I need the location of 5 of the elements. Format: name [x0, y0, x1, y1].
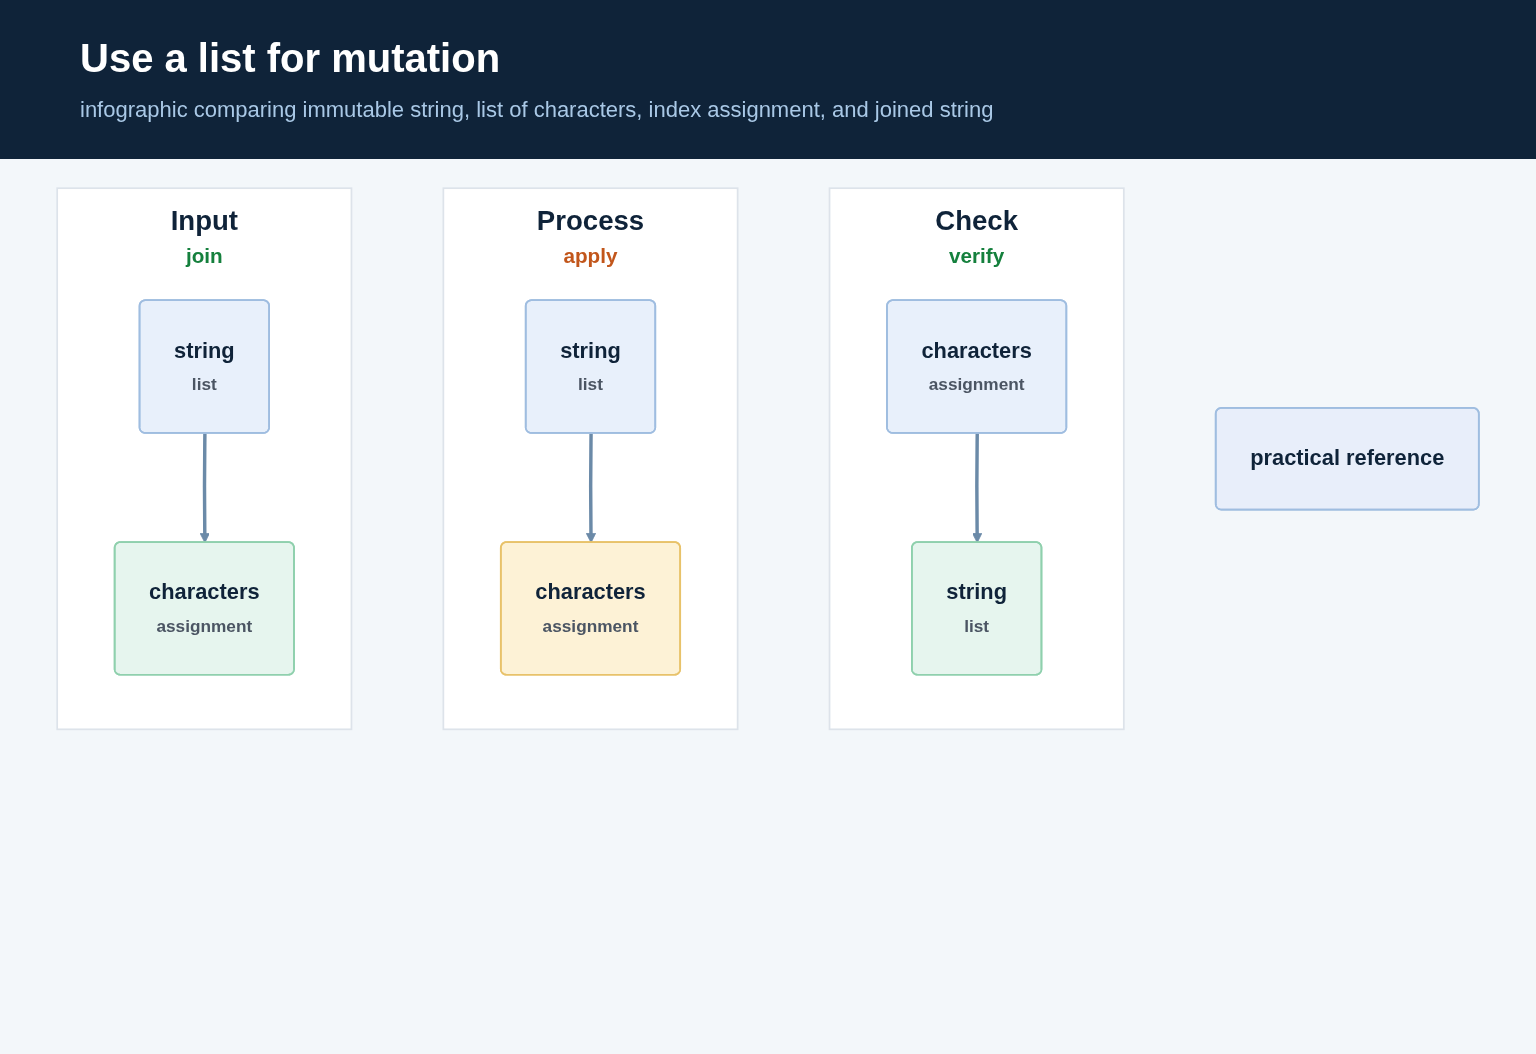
subtitle: infographic comparing immutable string, list of characters, index assignment, and joined string — [80, 97, 994, 123]
arrow — [972, 433, 983, 544]
arrow — [199, 433, 210, 544]
arrow — [585, 433, 597, 544]
title: Use a list for mutation — [80, 36, 501, 81]
